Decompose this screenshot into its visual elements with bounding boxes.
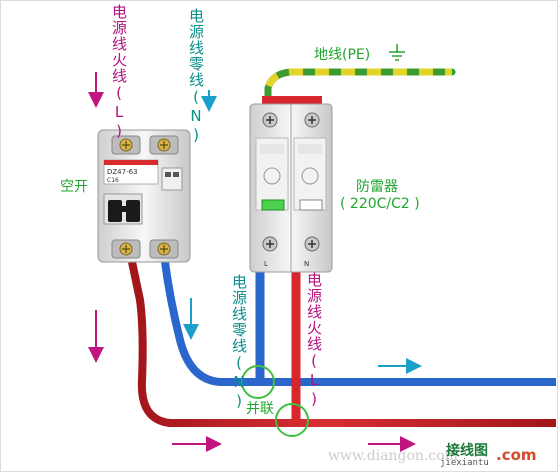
junction-neutral	[241, 365, 275, 399]
label-spd-name: 防雷器	[356, 179, 398, 195]
label-neutral-wire-top: 电源线零线(N)	[187, 8, 205, 145]
junction-live	[275, 403, 309, 437]
brand-logo-cn: 接线图	[446, 443, 488, 459]
label-ground-wire: 地线(PE)	[314, 47, 371, 63]
label-spd-rating: ( 220C/C2 )	[340, 196, 420, 212]
flow-arrows	[88, 72, 422, 452]
circuit-breaker: DZ47-63 C16	[97, 129, 191, 263]
neutral-wire-out	[161, 261, 556, 386]
label-live-wire-top: 电源线火线(L)	[110, 4, 128, 141]
spd-terminal-l: L	[264, 260, 268, 268]
ground-icon	[389, 44, 405, 61]
brand-logo-sub: jiexiantu	[440, 458, 489, 468]
brand-logo-com: .com	[496, 446, 537, 464]
breaker-rating-text: C16	[107, 177, 119, 184]
label-breaker: 空开	[60, 179, 88, 195]
label-parallel: 并联	[246, 401, 274, 417]
ground-wire	[264, 68, 456, 116]
live-wire-out	[128, 261, 556, 427]
surge-protector: L N	[249, 96, 333, 273]
live-wire-out-edge	[128, 261, 556, 427]
watermark-text: www.diangon.com	[328, 448, 458, 464]
label-neutral-wire-bottom: 电源线零线(N)	[230, 274, 248, 411]
breaker-model-text: DZ47-63	[107, 168, 138, 176]
spd-terminal-n: N	[304, 260, 309, 268]
label-live-wire-bottom: 电源线火线(L)	[305, 272, 323, 409]
